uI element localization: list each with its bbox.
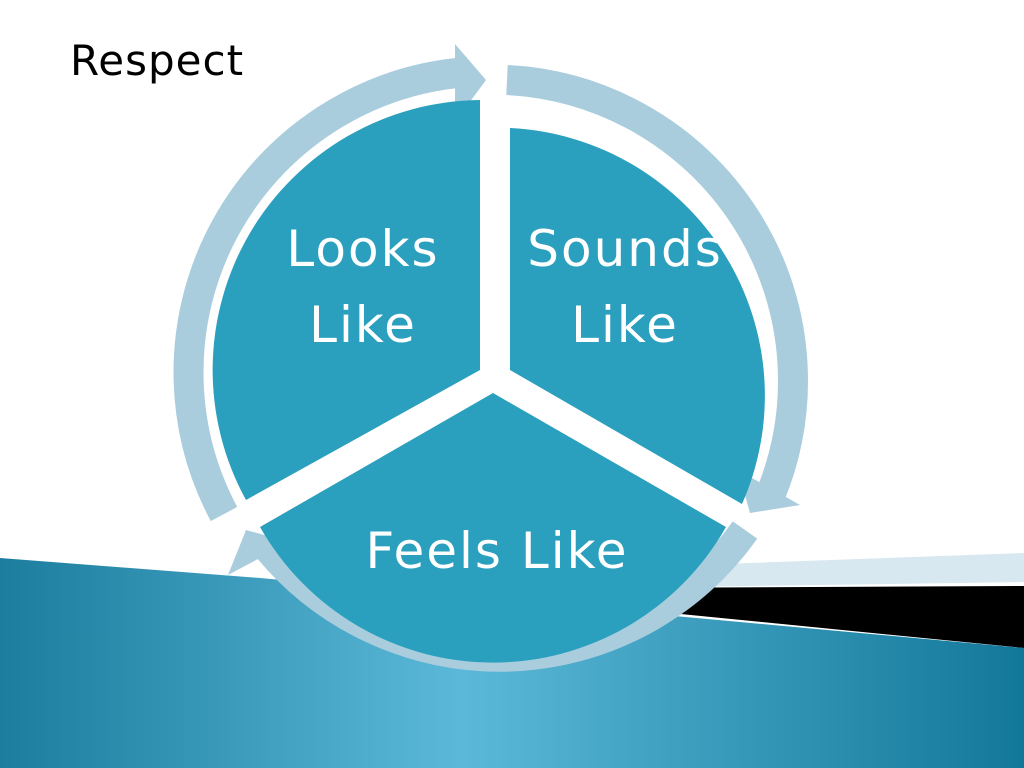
slide-title: Respect	[70, 36, 245, 85]
ring-arc-top	[173, 57, 470, 522]
segment-label-looks-2: Like	[309, 296, 417, 354]
segment-label-feels: Feels Like	[365, 522, 628, 580]
black-stripe	[600, 586, 1024, 648]
cycle-segments	[212, 100, 765, 663]
segment-label-sounds-2: Like	[571, 296, 679, 354]
segment-sounds-like	[510, 128, 765, 504]
segment-feels-like	[260, 393, 726, 663]
ring-arc-right	[506, 65, 808, 502]
segment-label-looks-1: Looks	[286, 220, 439, 278]
segment-looks-like	[212, 100, 481, 500]
arrowhead-right-icon	[738, 470, 800, 513]
segment-label-sounds-1: Sounds	[527, 220, 723, 278]
